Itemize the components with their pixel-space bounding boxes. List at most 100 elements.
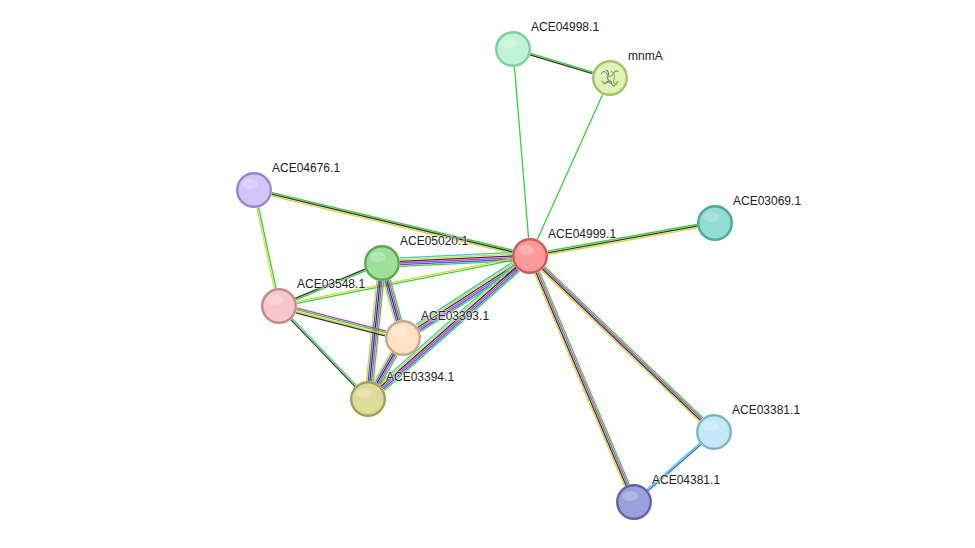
evidence-line [530,53,593,72]
node-circle [261,288,297,324]
node-circle [495,31,531,67]
interaction-edge [257,207,276,288]
evidence-line [384,281,395,321]
protein-label: ACE04998.1 [531,20,599,34]
circle-body [496,32,530,66]
circle-body [698,206,732,240]
protein-node: ACE04676.1 [236,172,272,208]
circle-highlight [501,38,517,48]
protein-node: ACE03393.1 [385,320,421,356]
circle-body [351,382,385,416]
interaction-edge [379,265,520,391]
node-circle [236,172,272,208]
circle-body [513,239,547,273]
protein-label: mnmA [628,49,663,63]
node-circle [696,414,732,450]
evidence-line [416,262,513,324]
interaction-edge [295,269,365,300]
circle-body [617,485,651,519]
protein-label: ACE03548.1 [297,277,365,291]
evidence-line [548,226,698,253]
circle-body [386,321,420,355]
protein-node: ACE03381.1 [696,414,732,450]
interaction-edge [547,224,697,254]
evidence-line [296,271,366,300]
evidence-line [379,265,514,384]
evidence-line [535,274,625,487]
evidence-line [272,193,513,251]
interaction-edge [416,262,517,332]
evidence-line [257,208,274,289]
interaction-edge [296,308,386,336]
circle-body [237,173,271,207]
interaction-edge [271,193,513,254]
protein-label: ACE04999.1 [548,227,616,241]
evidence-line [539,272,629,485]
evidence-line [530,55,593,74]
protein-label: ACE04381.1 [652,473,720,487]
circle-highlight [622,491,638,501]
circle-body [365,246,399,280]
interaction-edge [541,267,703,422]
circle-highlight [703,212,719,222]
node-circle [350,381,386,417]
circle-body [593,61,627,95]
circle-highlight [391,327,407,337]
interaction-edge [384,279,402,321]
interaction-edge [535,272,630,487]
protein-node: mnmA [592,60,628,96]
evidence-line [547,224,697,251]
circle-highlight [702,421,718,431]
node-circle [385,320,421,356]
evidence-line [384,271,519,390]
circle-highlight [356,388,372,398]
interaction-edge [291,318,356,386]
circle-body [262,289,296,323]
evidence-line [400,253,512,258]
evidence-line [385,281,396,321]
evidence-line [292,318,356,385]
circle-highlight [370,252,386,262]
evidence-line [297,310,386,333]
evidence-line [291,320,355,387]
circle-body [697,415,731,449]
evidence-line [296,313,385,336]
protein-node: ACE04998.1 [495,31,531,67]
protein-label: ACE03381.1 [732,403,800,417]
evidence-line [417,264,514,326]
node-circle [616,484,652,520]
circle-highlight [598,67,614,77]
interaction-edge [530,53,593,73]
circle-highlight [242,179,258,189]
evidence-line [297,308,386,331]
node-circle [512,238,548,274]
interaction-edge [514,67,528,238]
evidence-line [514,67,528,238]
circle-highlight [518,245,534,255]
circle-highlight [267,295,283,305]
evidence-line [295,269,365,298]
protein-node: ACE03394.1 [350,381,386,417]
node-circle [697,205,733,241]
evidence-line [383,270,518,389]
protein-node: ACE03548.1 [261,288,297,324]
node-circle [592,60,628,96]
node-circle [364,245,400,281]
evidence-line [548,228,698,255]
protein-label: ACE03393.1 [421,309,489,323]
evidence-line [380,266,515,385]
evidence-line [536,273,626,486]
protein-label: ACE03394.1 [386,370,454,384]
evidence-line [418,265,515,327]
protein-label: ACE04676.1 [272,161,340,175]
evidence-line [272,194,513,252]
evidence-line [381,267,516,386]
interaction-edge [537,94,602,239]
evidence-line [296,311,385,334]
protein-node: ACE03069.1 [697,205,733,241]
protein-label: ACE05020.1 [400,234,468,248]
evidence-line [545,267,703,418]
